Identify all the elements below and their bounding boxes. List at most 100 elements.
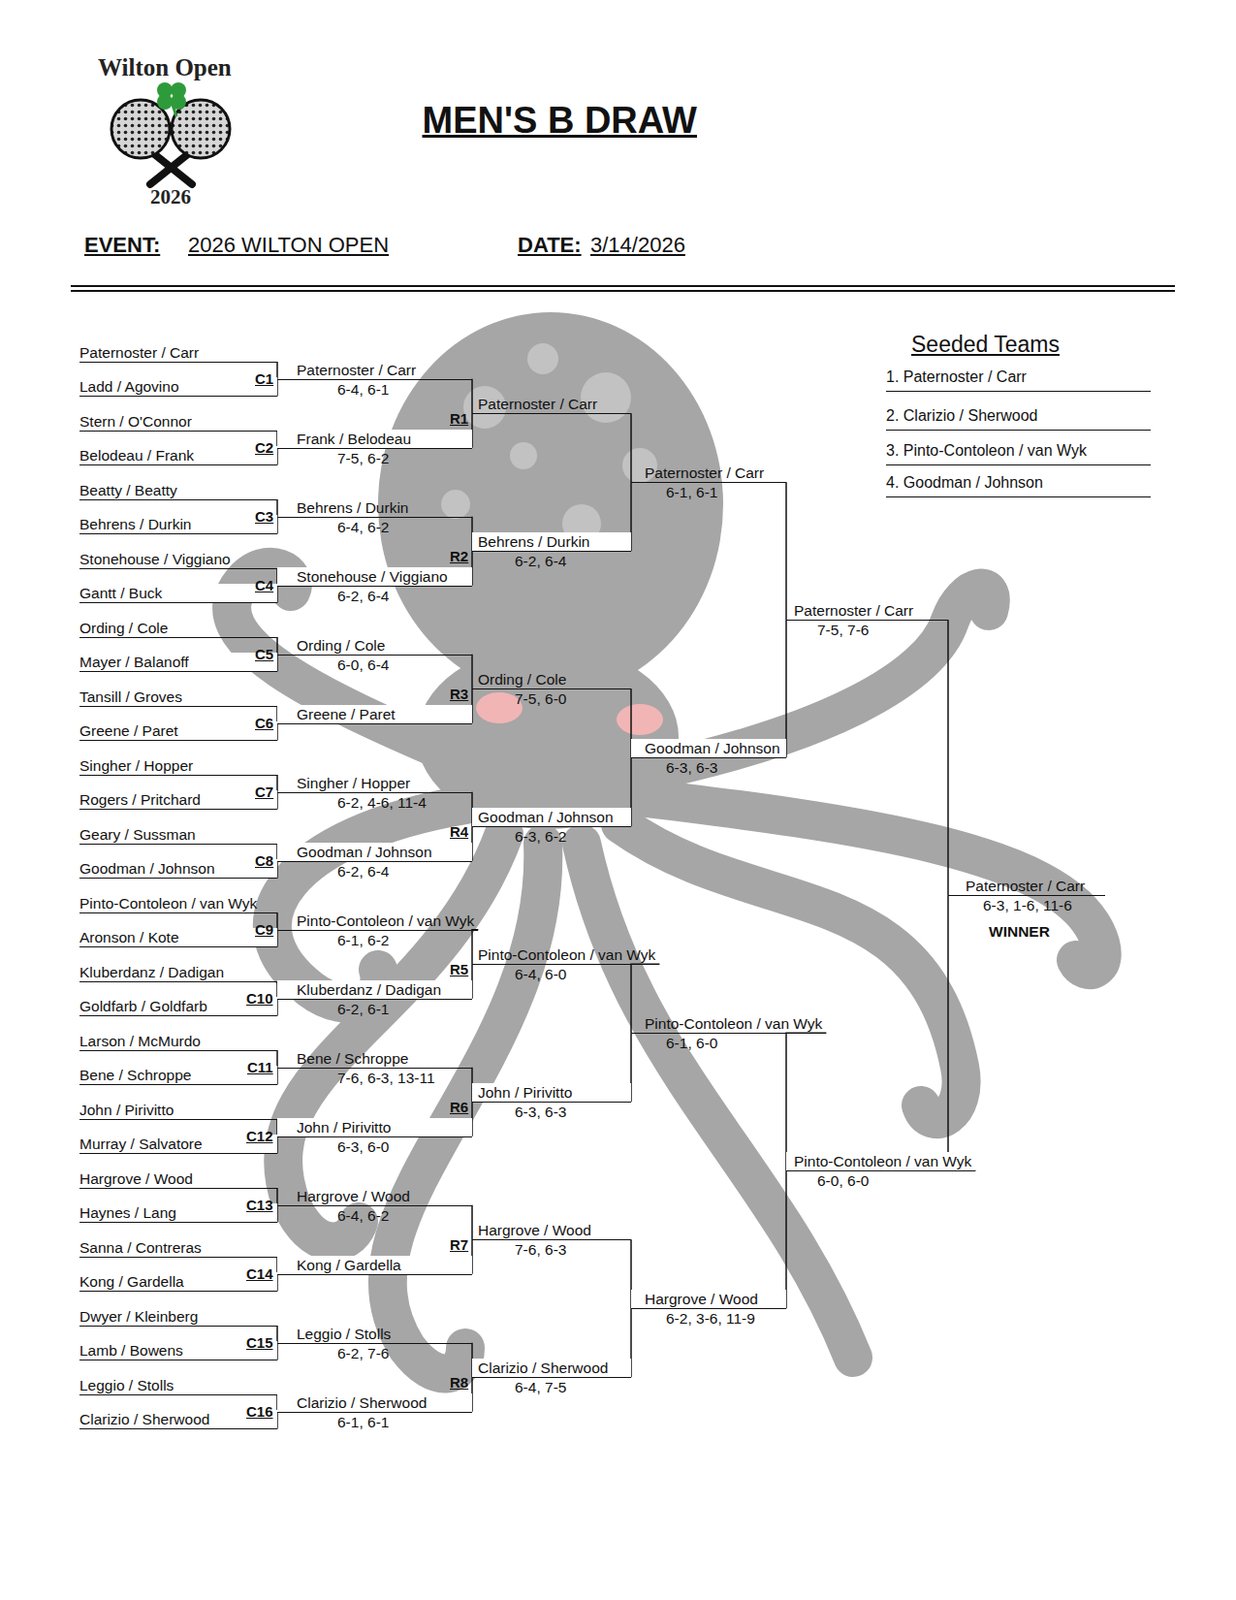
bracket-connector	[785, 481, 788, 620]
team-name: Paternoster / Carr	[472, 394, 632, 414]
match-number: R6	[449, 1098, 469, 1116]
team-name: Hargrove / Wood	[79, 1169, 278, 1189]
team-name: Dwyer / Kleinberg	[79, 1306, 278, 1327]
team-name: Paternoster / Carr	[631, 463, 787, 483]
match-number: C4	[254, 576, 274, 595]
team-name: Singher / Hopper	[277, 773, 473, 793]
match-score: 6-4, 6-1	[277, 380, 473, 399]
match-score: 6-4, 7-5	[472, 1377, 632, 1396]
team-name: Behrens / Durkin	[79, 514, 278, 535]
match-score: 6-1, 6-2	[277, 930, 478, 950]
match-score: 6-2, 3-6, 11-9	[631, 1308, 787, 1328]
team-name: John / Pirivitto	[277, 1117, 473, 1138]
octopus-illustration	[231, 567, 1103, 1374]
team-name: Stern / O'Connor	[79, 412, 278, 432]
team-name: Greene / Paret	[79, 721, 278, 741]
team-name: Kluberdanz / Dadigan	[79, 962, 278, 983]
match-number: C15	[246, 1333, 274, 1352]
match-winner: Paternoster / Carr6-1, 6-1	[631, 463, 787, 502]
match-score: 6-2, 7-6	[277, 1343, 473, 1363]
match-winner: Pinto-Contoleon / van Wyk6-1, 6-0	[631, 1014, 826, 1052]
team-entry: Dwyer / Kleinberg	[79, 1306, 278, 1327]
team-name: Goodman / Johnson	[277, 842, 473, 862]
match-score: 6-3, 1-6, 11-6	[948, 895, 1106, 915]
match-score: 7-6, 6-3, 13-11	[277, 1068, 473, 1087]
match-number: C13	[246, 1196, 274, 1214]
team-name: Behrens / Durkin	[472, 532, 632, 552]
match-score: 7-6, 6-3	[472, 1239, 632, 1259]
match-number: C11	[247, 1058, 274, 1077]
logo-year: 2026	[150, 185, 191, 210]
team-name: Frank / Belodeau	[277, 429, 473, 449]
team-name: Stonehouse / Viggiano	[79, 549, 278, 570]
team-name: Leggio / Stolls	[79, 1375, 278, 1395]
match-number: R2	[449, 547, 469, 566]
team-name: Singher / Hopper	[79, 756, 278, 776]
match-winner: Singher / Hopper6-2, 4-6, 11-4	[277, 773, 473, 812]
team-name: Beatty / Beatty	[79, 480, 278, 501]
team-name: Aronson / Kote	[79, 927, 278, 948]
match-winner: Behrens / Durkin6-4, 6-2	[277, 498, 473, 537]
match-number: C7	[254, 783, 274, 801]
match-winner: Goodman / Johnson6-2, 6-4	[277, 842, 473, 881]
match-winner: Kluberdanz / Dadigan6-2, 6-1	[277, 980, 473, 1018]
team-entry: Sanna / Contreras	[79, 1237, 278, 1258]
team-entry: Ladd / Agovino	[79, 377, 278, 397]
team-entry: Tansill / Groves	[79, 687, 278, 707]
bracket-connector	[785, 619, 788, 758]
match-score: 7-5, 6-0	[472, 689, 632, 708]
bracket-connector	[948, 894, 976, 1171]
match-score: 7-5, 6-2	[277, 448, 473, 468]
match-score: 6-3, 6-3	[631, 758, 787, 777]
bracket-connector	[947, 619, 950, 895]
team-entry: Stern / O'Connor	[79, 412, 278, 432]
team-name: Hargrove / Wood	[631, 1289, 787, 1309]
team-name: Ording / Cole	[472, 669, 632, 690]
header-rule	[70, 285, 1175, 291]
team-name: Tansill / Groves	[79, 687, 278, 707]
seed-entry: 4. Goodman / Johnson	[886, 473, 1151, 498]
team-entry: Gantt / Buck	[79, 583, 278, 603]
match-score: 6-3, 6-2	[472, 826, 632, 846]
match-number: R4	[449, 823, 469, 841]
team-name: Greene / Paret	[277, 704, 473, 725]
match-score: 6-1, 6-1	[631, 482, 787, 502]
team-name: Hargrove / Wood	[472, 1220, 632, 1240]
team-name: Kong / Gardella	[277, 1255, 473, 1275]
team-entry: Goodman / Johnson	[79, 858, 278, 879]
match-score: 6-4, 6-2	[277, 517, 473, 537]
team-name: Sanna / Contreras	[79, 1237, 278, 1258]
team-name: Bene / Schroppe	[277, 1048, 473, 1069]
match-number: C12	[246, 1127, 274, 1145]
team-name: Paternoster / Carr	[786, 601, 949, 621]
match-winner: Pinto-Contoleon / van Wyk6-4, 6-0	[472, 945, 660, 983]
team-name: Pinto-Contoleon / van Wyk	[786, 1151, 976, 1172]
seed-entry: 3. Pinto-Contoleon / van Wyk	[886, 441, 1151, 466]
team-name: Pinto-Contoleon / van Wyk	[472, 945, 660, 965]
match-winner: Bene / Schroppe7-6, 6-3, 13-11	[277, 1048, 473, 1087]
match-winner: Clarizio / Sherwood6-4, 7-5	[472, 1358, 632, 1396]
match-winner: John / Pirivitto6-3, 6-3	[472, 1082, 632, 1121]
team-name: Paternoster / Carr	[948, 876, 1106, 896]
bracket-connector	[786, 1032, 826, 1171]
match-winner: Hargrove / Wood6-4, 6-2	[277, 1186, 473, 1225]
team-name: Ladd / Agovino	[79, 377, 278, 397]
match-number: C16	[246, 1402, 274, 1421]
winner-label: WINNER	[948, 921, 1106, 941]
match-winner: Paternoster / Carr	[472, 394, 632, 414]
match-score: 6-0, 6-4	[277, 655, 473, 674]
match-winner: Paternoster / Carr6-4, 6-1	[277, 360, 473, 399]
match-number: C14	[246, 1265, 274, 1283]
team-name: Ording / Cole	[277, 635, 473, 656]
team-name: Pinto-Contoleon / van Wyk	[631, 1014, 826, 1034]
match-winner: Goodman / Johnson6-3, 6-2	[472, 807, 632, 846]
match-score: 6-2, 4-6, 11-4	[277, 792, 473, 812]
team-entry: Hargrove / Wood	[79, 1169, 278, 1189]
match-number: R5	[449, 960, 469, 979]
team-name: Pinto-Contoleon / van Wyk	[277, 911, 478, 931]
match-winner: John / Pirivitto6-3, 6-0	[277, 1117, 473, 1156]
match-winner: Frank / Belodeau7-5, 6-2	[277, 429, 473, 468]
team-name: Goodman / Johnson	[472, 807, 632, 827]
match-score: 6-2, 6-4	[472, 551, 632, 571]
page-title: MEN'S B DRAW	[422, 98, 698, 144]
